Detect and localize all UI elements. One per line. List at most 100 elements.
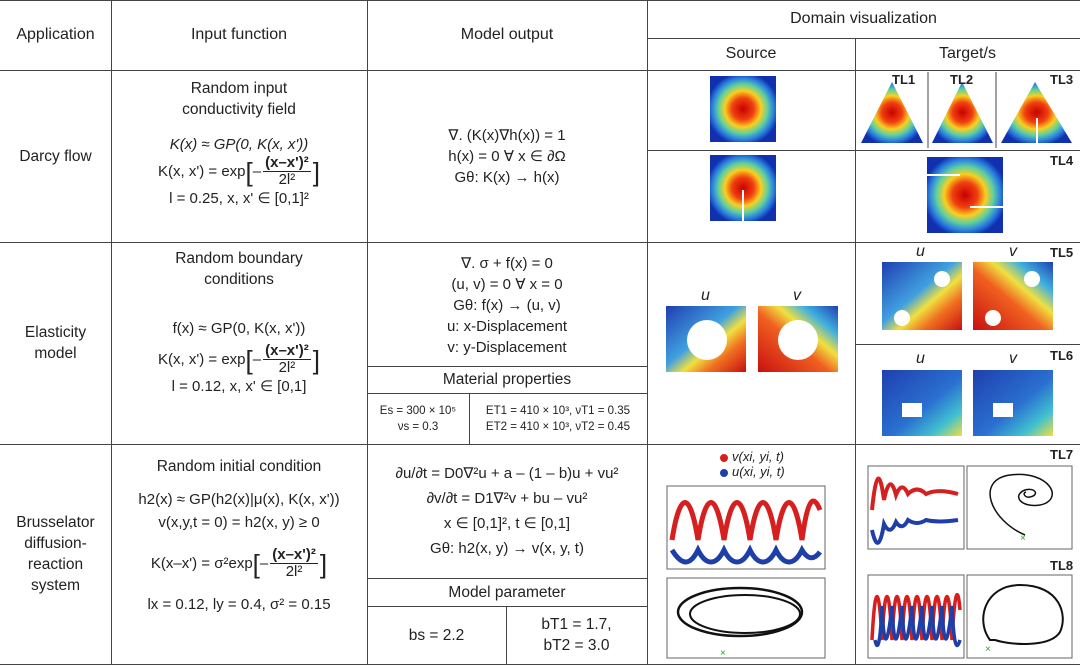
param-title-label: Model parameter: [448, 583, 566, 601]
header-source: Source: [647, 38, 855, 70]
bracket-close: ]: [312, 344, 320, 375]
legend-v-label: v(xi, yi, t): [732, 449, 784, 464]
elastic-out2: (u, v) = 0 ∀ x = 0: [451, 275, 563, 293]
header-source-label: Source: [725, 45, 777, 62]
rule-source-target: [647, 38, 1080, 39]
bruss-eq3-num: (x–x')²: [270, 546, 318, 564]
bracket-close: ]: [319, 548, 328, 579]
rule-material-2: [367, 393, 647, 394]
tl7-v-curve: [870, 476, 959, 511]
tl3-label: TL3: [1050, 72, 1074, 87]
tl5-u: [882, 262, 962, 330]
material-target-1: ET1 = 410 × 10³, νT1 = 0.35: [485, 404, 631, 417]
tl5-u-hole-1: [934, 271, 950, 287]
tl5-v: [973, 262, 1053, 330]
header-model-output: Model output: [367, 0, 647, 70]
elastic-source-u: [666, 306, 746, 372]
col-1: [111, 0, 112, 665]
bruss-source-v-curve: [669, 498, 823, 541]
bruss-output: ∂u/∂t = D0∇²u + a – (1 – b)u + vu² ∂v/∂t…: [367, 448, 647, 574]
tl7-phase-start: ×: [1020, 533, 1026, 544]
bracket-close: ]: [312, 156, 320, 187]
material-source: Es = 300 × 10⁵ νs = 0.3: [367, 393, 469, 444]
tl1-triangle: [861, 82, 923, 143]
darcy-eq2-num: (x–x')²: [263, 154, 311, 172]
darcy-out3: Gθ: K(x) → h(x): [454, 168, 560, 186]
header-application: Application: [0, 0, 111, 70]
tl5-v-hole-1: [1024, 271, 1040, 287]
tl1-label: TL1: [892, 72, 916, 87]
header-input-function: Input function: [111, 0, 367, 70]
rule-header: [0, 70, 1080, 71]
tl8-label: TL8: [1050, 558, 1074, 573]
rule-darcy-mid: [647, 150, 1080, 151]
tl7-phase-spiral: [989, 473, 1053, 536]
elastic-input: Random boundary conditions f(x) ≈ GP(0, …: [113, 244, 365, 444]
header-domain-label: Domain visualization: [790, 10, 937, 27]
tl6-u: [882, 370, 962, 436]
bruss-out1: ∂u/∂t = D0∇²u + a – (1 – b)u + vu²: [395, 465, 619, 482]
tl6-v-hole: [993, 403, 1013, 417]
tl7-timeseries: [867, 465, 965, 550]
tl2-label: TL2: [950, 72, 974, 87]
tl8-phase-start: ×: [985, 644, 991, 655]
legend-v-dot: [720, 453, 728, 462]
bruss-input-title: Random initial condition: [156, 458, 322, 475]
elastic-input-title: Random boundary conditions: [175, 250, 303, 288]
bruss-eq1: h2(x) ≈ GP(h2(x)|μ(x), K(x, x')): [138, 491, 340, 508]
tl7-u-curve: [870, 517, 959, 545]
tl5-v-label: v: [1009, 243, 1017, 260]
elastic-eq3: l = 0.12, x, x' ∈ [0,1]: [171, 378, 307, 395]
col-3: [647, 0, 648, 665]
header-output-label: Model output: [460, 26, 554, 43]
bruss-input: Random initial condition h2(x) ≈ GP(h2(x…: [113, 446, 365, 664]
darcy-application: Darcy flow: [0, 70, 111, 242]
rule-elastic-mid: [855, 344, 1080, 345]
material-target: ET1 = 410 × 10³, νT1 = 0.35 ET2 = 410 × …: [469, 393, 647, 444]
elastic-source-v-hole: [778, 320, 818, 360]
legend-u-dot: [720, 468, 728, 477]
elastic-source-u-hole: [687, 320, 727, 360]
material-title: Material properties: [367, 366, 647, 393]
bruss-eq4: lx = 0.12, ly = 0.4, σ² = 0.15: [147, 596, 331, 613]
tl4-label: TL4: [1050, 153, 1074, 168]
rule-darcy-bottom: [0, 242, 1080, 243]
header-targets: Target/s: [855, 38, 1080, 70]
rule-material: [367, 366, 647, 367]
darcy-output: ∇. (K(x)∇h(x)) = 1 h(x) = 0 ∀ x ∈ ∂Ω Gθ:…: [367, 70, 647, 242]
tl2-triangle: [932, 82, 993, 143]
tl3-triangle: [1001, 82, 1072, 143]
elastic-out1: ∇. σ + f(x) = 0: [461, 254, 553, 272]
material-source-e: Es = 300 × 10⁵: [379, 404, 457, 417]
bruss-source-phase-start: ×: [720, 648, 726, 659]
rule-param: [367, 578, 647, 579]
rule-elastic-bottom: [0, 444, 1080, 445]
bruss-source-phase-loop-2: [689, 594, 801, 634]
tl5-v-hole-2: [985, 310, 1001, 326]
elastic-source-v-label: v: [793, 287, 801, 304]
darcy-out1: ∇. (K(x)∇h(x)) = 1: [448, 126, 566, 144]
elastic-output: ∇. σ + f(x) = 0 (u, v) = 0 ∀ x = 0 Gθ: f…: [367, 250, 647, 360]
elastic-source-u-label: u: [701, 287, 710, 304]
elastic-application-label: Elasticity model: [24, 324, 87, 362]
bracket-open: [: [245, 344, 253, 375]
legend-v: v(xi, yi, t): [720, 449, 785, 464]
darcy-eq1: K(x) ≈ GP(0, K(x, x')): [169, 136, 309, 153]
param-source: bs = 2.2: [367, 606, 506, 664]
bruss-eq3-den: 2l²: [285, 563, 303, 580]
bruss-source-phase-loop-1: [676, 586, 804, 638]
tl5-label: TL5: [1050, 245, 1074, 260]
header-application-label: Application: [16, 26, 95, 43]
tl7-label: TL7: [1050, 447, 1074, 462]
tl8-phase: [966, 574, 1073, 659]
tl6-u-label: u: [916, 350, 925, 367]
header-targets-label: Target/s: [939, 45, 996, 62]
param-title: Model parameter: [367, 578, 647, 606]
param-bt2: bT2 = 3.0: [543, 637, 610, 654]
tl6-v: [973, 370, 1053, 436]
bruss-source-u-curve: [669, 544, 822, 565]
